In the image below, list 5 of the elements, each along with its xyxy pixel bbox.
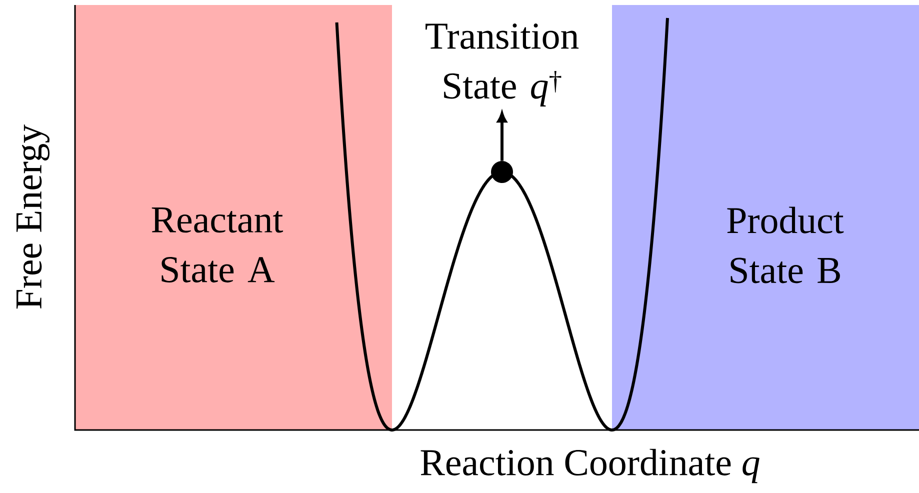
transition-dot bbox=[491, 161, 513, 183]
state-label: Transition State q$^{†}$ bbox=[426, 24, 579, 106]
region-box: Reactant State A bbox=[75, 5, 392, 430]
axis-label: Reaction Coordinate q bbox=[420, 448, 760, 484]
region-box: Product State B bbox=[612, 5, 919, 430]
